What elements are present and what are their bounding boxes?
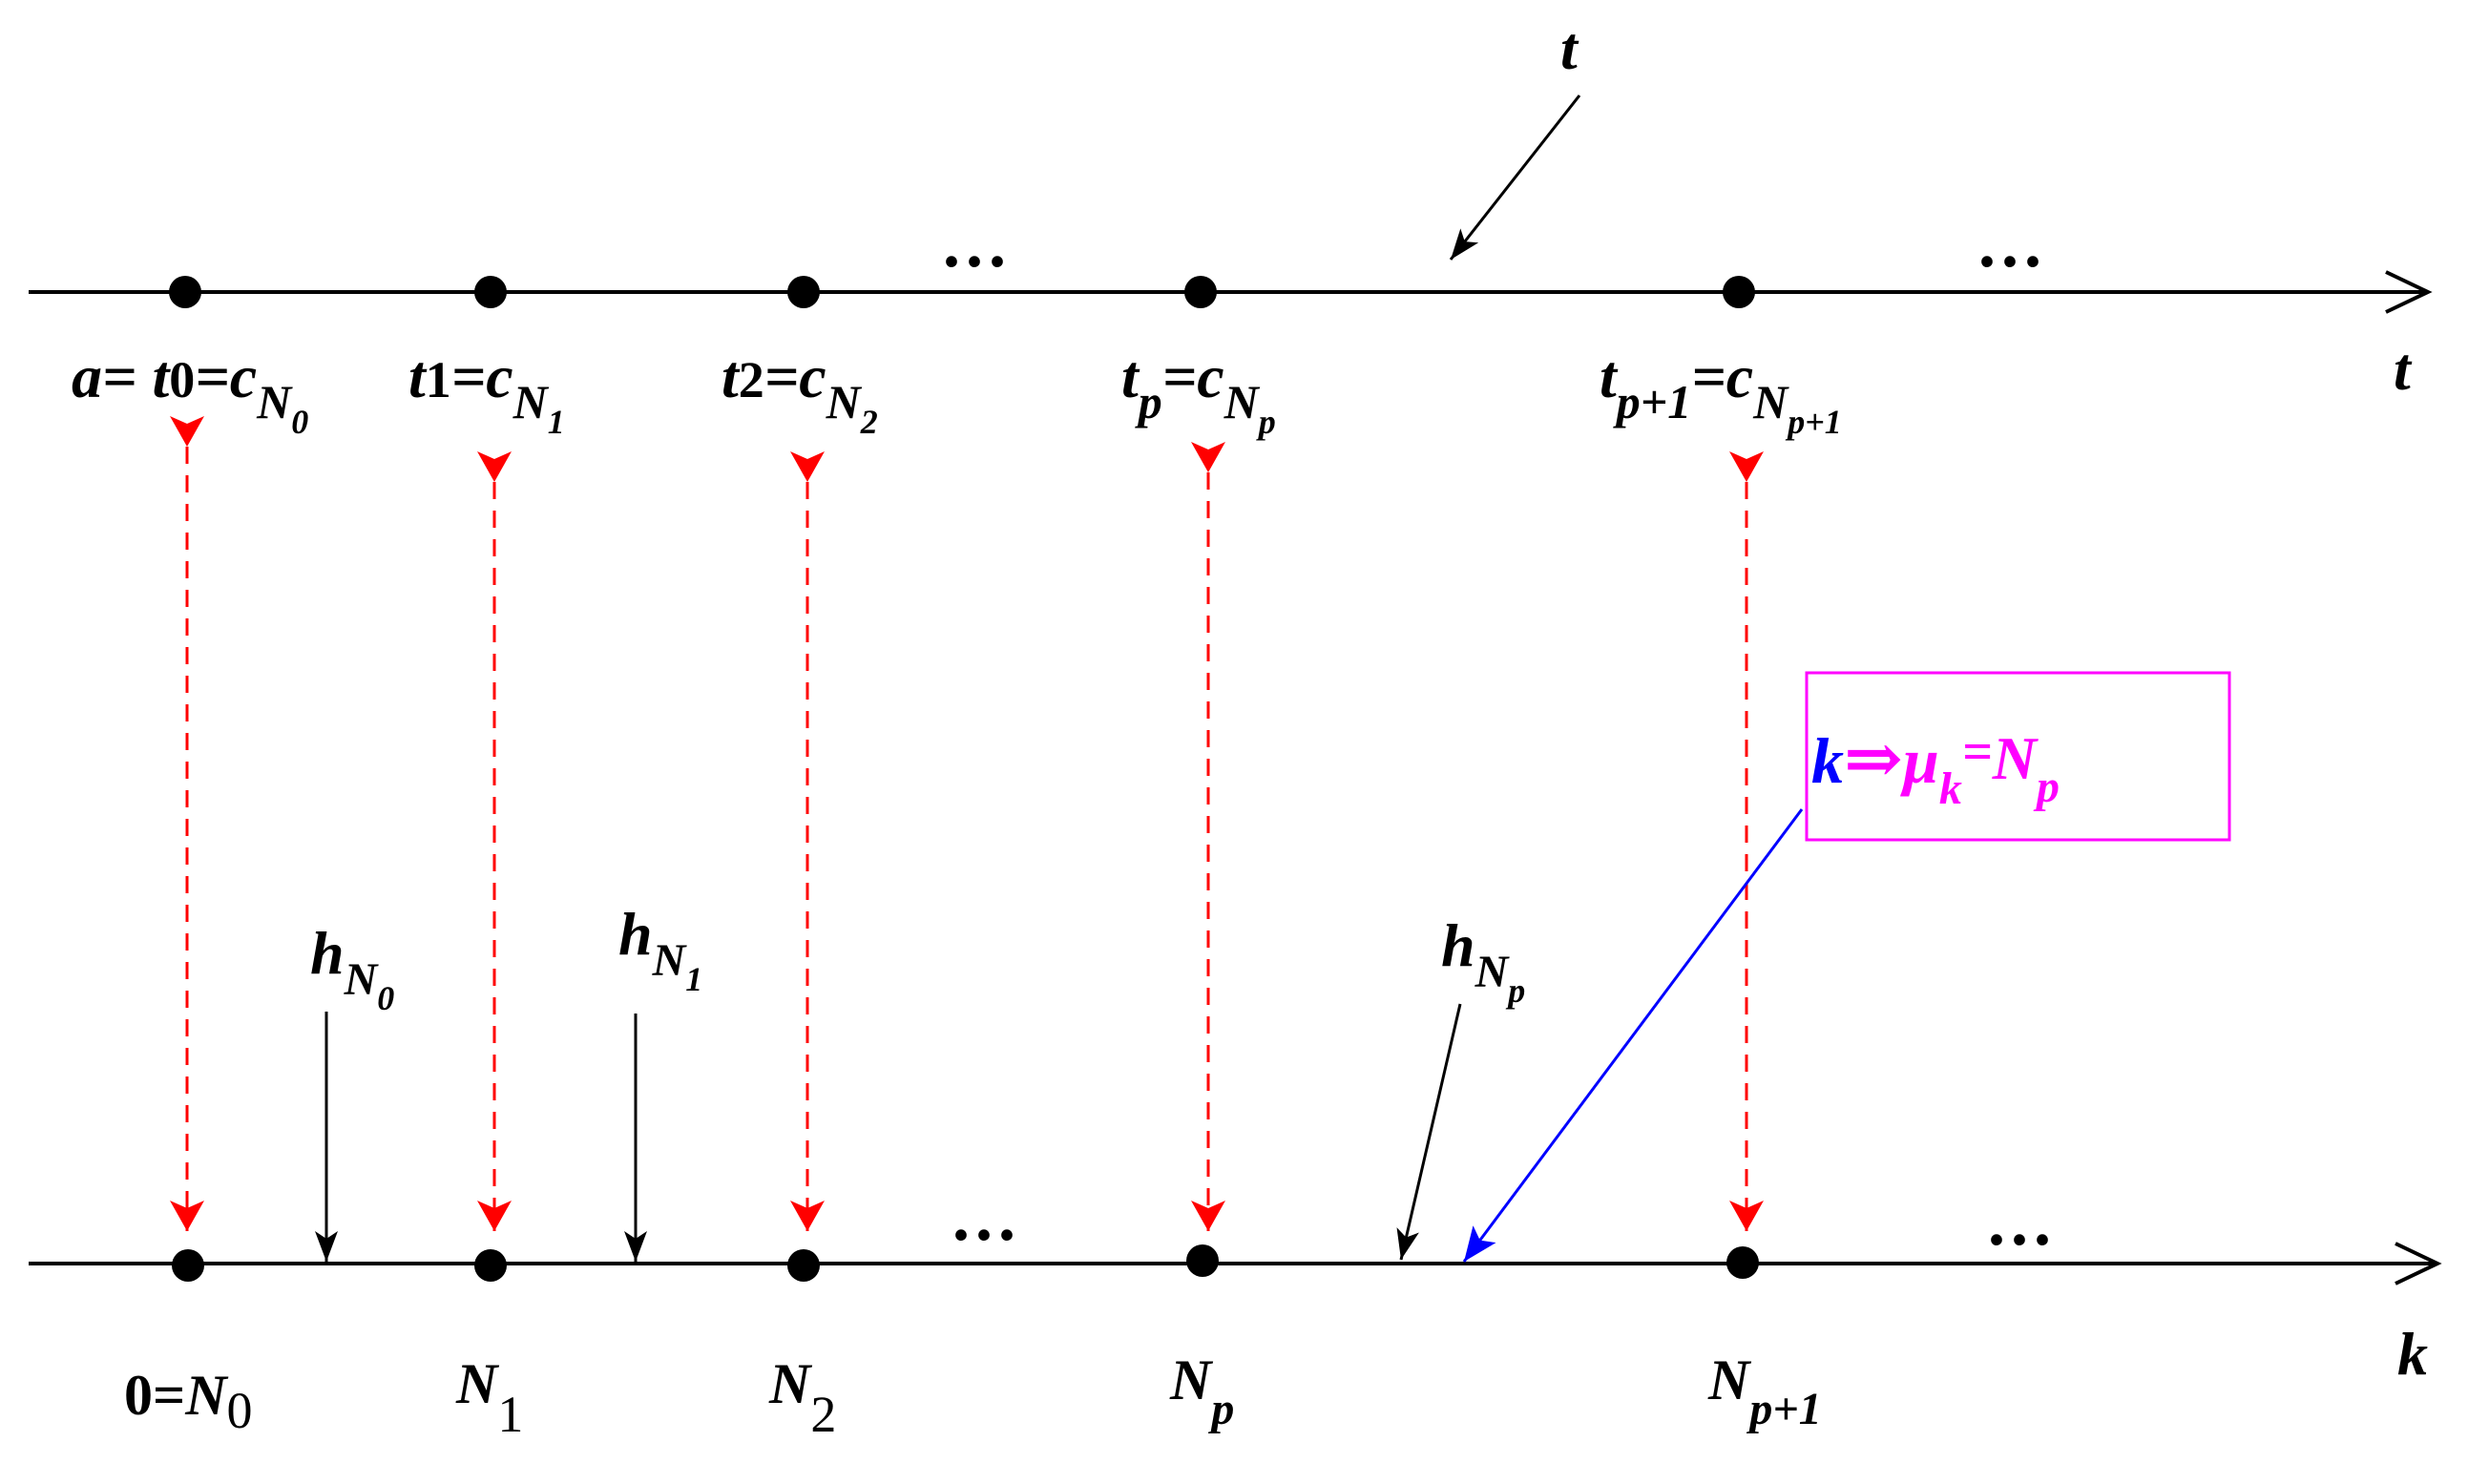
k-label-1: N1: [455, 1352, 523, 1443]
k-axis: [29, 1242, 2442, 1285]
k-axis-label: k: [2397, 1320, 2428, 1388]
h-label-0: hN0: [310, 919, 394, 1017]
k-label-2: N2: [768, 1352, 836, 1443]
t-axis-label: t: [2394, 335, 2413, 403]
k-point-0: [172, 1249, 204, 1282]
t-point-0: [169, 276, 201, 308]
t-pointer-label: t: [1560, 14, 1579, 82]
k-point-2: [787, 1249, 820, 1282]
k-label-p1: Np+1: [1707, 1348, 1822, 1434]
h-label-p: hNp: [1441, 911, 1525, 1010]
t-point-p1: [1723, 276, 1755, 308]
t-axis: [29, 270, 2433, 314]
t-axis-ellipsis-1: ···: [940, 223, 1009, 300]
t-label-1: t1=cN1: [408, 343, 565, 441]
k-label-0: 0=N0: [124, 1364, 253, 1439]
k-label-p: Np: [1169, 1348, 1234, 1434]
callout-box: [1805, 671, 2231, 842]
t-pointer-arrow: [1449, 94, 1581, 261]
k-axis-ellipsis-1: ···: [950, 1197, 1018, 1273]
h-arrow-p: [1396, 1003, 1462, 1261]
callout-text: k⇒μk=Np: [1811, 721, 2060, 814]
t-label-p1: tp+1=cNp+1: [1600, 343, 1842, 441]
k-point-1: [474, 1249, 507, 1282]
t-point-1: [474, 276, 507, 308]
k-axis-ellipsis-2: ···: [1985, 1202, 2054, 1278]
k-point-p1: [1726, 1246, 1759, 1279]
callout-arrow: [1462, 808, 1804, 1263]
h-label-1: hN1: [618, 900, 702, 998]
t-label-p: tp=cNp: [1121, 343, 1276, 441]
t-axis-ellipsis-2: ···: [1976, 223, 2044, 300]
t-label-0: a= t0=cN0: [72, 343, 308, 441]
k-point-p: [1186, 1244, 1219, 1277]
t-label-2: t2=cN2: [722, 343, 878, 441]
t-point-p: [1184, 276, 1217, 308]
t-point-2: [787, 276, 820, 308]
correspondence-arrows: [170, 416, 1764, 1231]
